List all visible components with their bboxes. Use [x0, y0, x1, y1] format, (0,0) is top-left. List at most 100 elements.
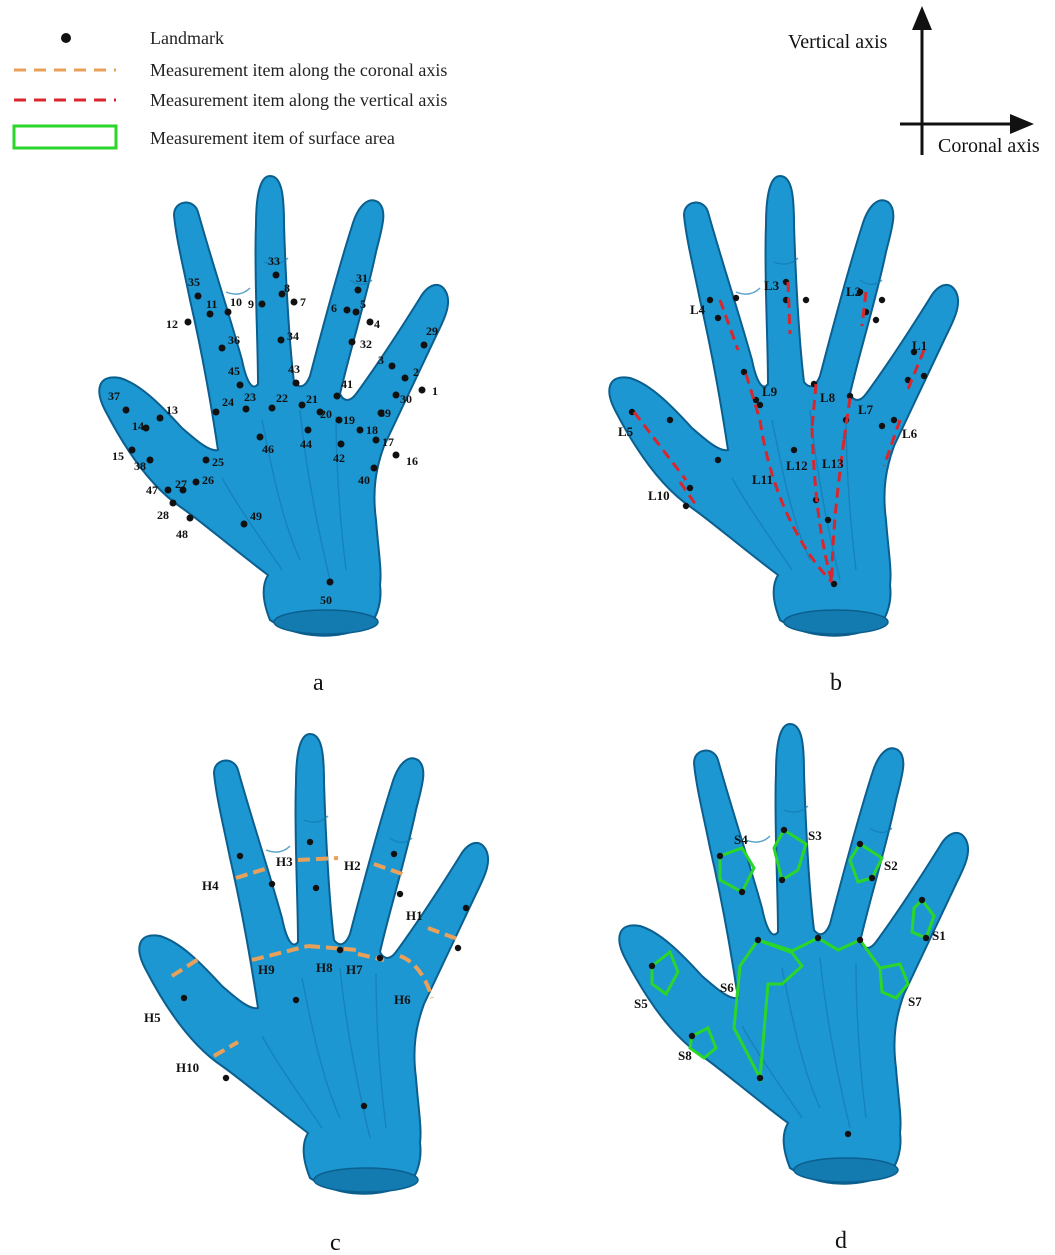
panel-caption-a: a [313, 670, 324, 696]
landmark-dot [170, 500, 177, 507]
coronal-measure-label: H6 [394, 992, 411, 1007]
landmark-dot [869, 875, 875, 881]
landmark-label: 8 [284, 281, 290, 295]
landmark-dot [305, 427, 312, 434]
coronal-measure-label: H4 [202, 878, 219, 893]
landmark-dot [755, 937, 761, 943]
landmark-label: 11 [206, 297, 217, 311]
landmark-dot [393, 392, 400, 399]
hand-b [609, 176, 958, 636]
landmark-dot [715, 457, 721, 463]
legend-label-landmark: Landmark [150, 28, 224, 48]
panel-d: S1S2S3S4S5S6S7S8 d [619, 724, 968, 1254]
landmark-label: 21 [306, 392, 318, 406]
landmark-dot [355, 287, 362, 294]
landmark-label: 41 [341, 377, 353, 391]
landmark-dot-icon [61, 33, 71, 43]
landmark-dot [349, 339, 356, 346]
landmark-dot [921, 373, 927, 379]
landmark-dot [165, 487, 172, 494]
landmark-dot [891, 417, 897, 423]
landmark-label: 31 [356, 271, 368, 285]
vertical-measure-label: L3 [764, 278, 780, 293]
panel-a: 1234567891011121314151617181920212223242… [99, 176, 448, 696]
landmark-dot [259, 301, 266, 308]
landmark-label: 29 [426, 324, 438, 338]
landmark-label: 18 [366, 423, 378, 437]
landmark-dot [181, 995, 187, 1001]
landmark-dot [717, 853, 723, 859]
landmark-dot [237, 853, 243, 859]
landmark-label: 28 [157, 508, 169, 522]
landmark-label: 10 [230, 295, 242, 309]
surface-measure-label: S4 [734, 832, 748, 847]
legend-label-vertical: Measurement item along the vertical axis [150, 90, 447, 110]
landmark-dot [278, 337, 285, 344]
coronal-measure-label: H9 [258, 962, 275, 977]
landmark-dot [857, 841, 863, 847]
vertical-measure-label: L4 [690, 302, 706, 317]
landmark-dot [241, 521, 248, 528]
legend-landmark: Landmark [61, 28, 224, 48]
surface-measure-label: S5 [634, 996, 648, 1011]
landmark-dot [147, 457, 154, 464]
vertical-arrow-icon [912, 6, 932, 30]
landmark-label: 44 [300, 437, 312, 451]
vertical-measure-label: L13 [822, 456, 844, 471]
landmark-label: 27 [175, 477, 187, 491]
landmark-label: 17 [382, 435, 394, 449]
surface-measure-label: S1 [932, 928, 946, 943]
landmark-dot [825, 517, 831, 523]
landmark-dot [815, 935, 821, 941]
panel-c: H1H2H3H4H5H6H7H8H9H10 c [139, 734, 488, 1255]
landmark-dot [402, 375, 409, 382]
vertical-measure-label: L2 [846, 284, 861, 299]
landmark-dot [463, 905, 469, 911]
landmark-label: 13 [166, 403, 178, 417]
vertical-measure-label: L7 [858, 402, 874, 417]
landmark-label: 34 [287, 329, 299, 343]
landmark-label: 20 [320, 407, 332, 421]
landmark-label: 9 [248, 297, 254, 311]
landmark-dot [419, 387, 426, 394]
surface-measure-label: S6 [720, 980, 734, 995]
coronal-measure-label: H8 [316, 960, 333, 975]
landmark-dot [923, 935, 929, 941]
landmark-dot [361, 1103, 367, 1109]
landmark-dot [269, 405, 276, 412]
landmark-dot [357, 427, 364, 434]
surface-measure-label: S3 [808, 828, 822, 843]
landmark-label: 32 [360, 337, 372, 351]
coronal-arrow-icon [1010, 114, 1034, 134]
landmark-dot [377, 955, 383, 961]
landmark-dot [739, 889, 745, 895]
landmark-dot [455, 945, 461, 951]
landmark-label: 39 [379, 406, 391, 420]
landmark-dot [187, 515, 194, 522]
landmark-label: 33 [268, 254, 280, 268]
panel-caption-b: b [830, 670, 842, 696]
landmark-dot [193, 479, 200, 486]
landmark-dot [313, 885, 319, 891]
landmark-dot [344, 307, 351, 314]
landmark-dot [157, 415, 164, 422]
panel-caption-c: c [330, 1230, 341, 1255]
landmark-dot [373, 437, 380, 444]
legend-surface: Measurement item of surface area [14, 126, 395, 148]
vertical-measure-label: L5 [618, 424, 634, 439]
landmark-dot [334, 393, 341, 400]
landmark-label: 46 [262, 442, 274, 456]
landmark-dot [213, 409, 220, 416]
vertical-measure-label: L12 [786, 458, 808, 473]
coronal-measure-label: H2 [344, 858, 361, 873]
landmark-label: 16 [406, 454, 418, 468]
landmark-dot [791, 447, 797, 453]
landmark-dot [689, 1033, 695, 1039]
landmark-dot [299, 402, 306, 409]
panel-caption-d: d [835, 1228, 847, 1254]
coronal-measure-line [298, 858, 338, 860]
vertical-measure-label: L9 [762, 384, 778, 399]
landmark-dot [873, 317, 879, 323]
landmark-label: 48 [176, 527, 188, 541]
